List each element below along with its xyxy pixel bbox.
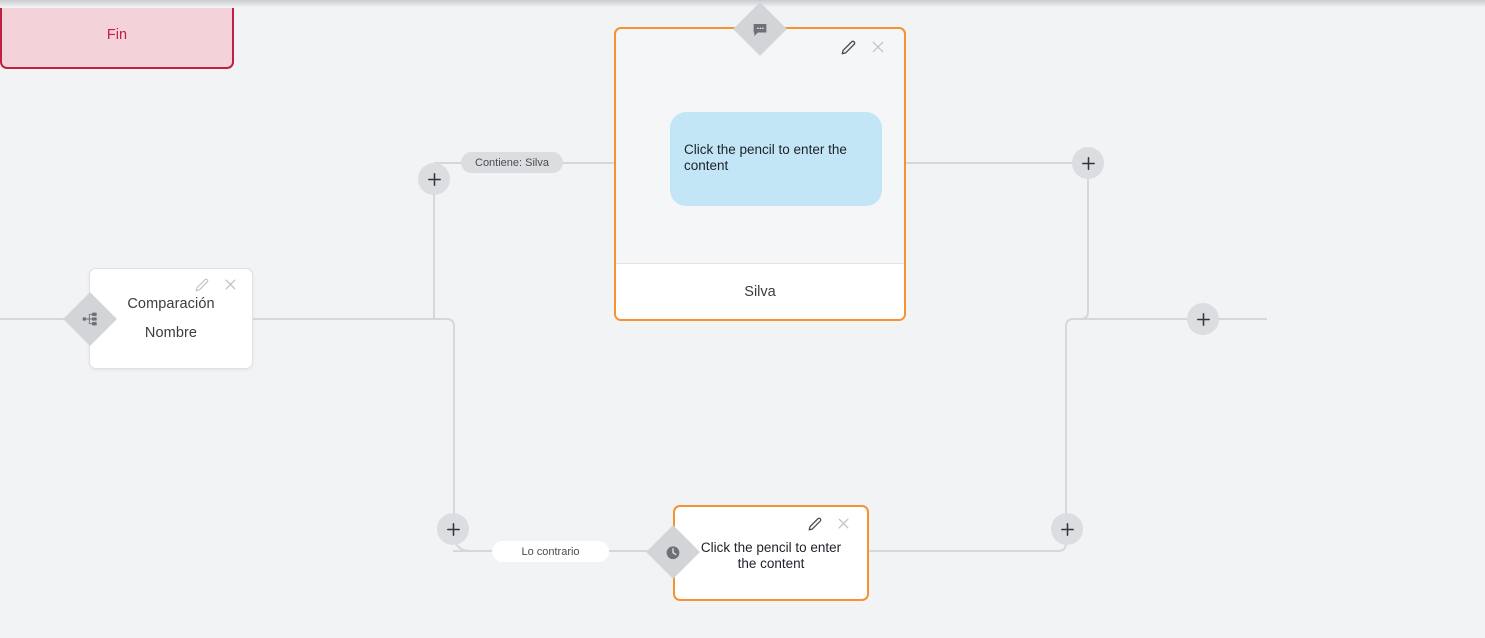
pencil-icon[interactable] [808, 517, 822, 531]
add-node-end[interactable] [1187, 303, 1219, 335]
comparison-subtitle: Nombre [144, 325, 198, 341]
comparison-node-actions [195, 277, 238, 292]
clock-icon [646, 525, 700, 579]
message-footer-label: Silva [616, 263, 904, 319]
message-bubble[interactable]: Click the pencil to enter the content [670, 112, 882, 206]
comparison-title: Comparación [127, 296, 215, 312]
delay-node-actions [808, 516, 851, 531]
close-icon[interactable] [223, 277, 238, 292]
wire-delay-out [869, 542, 1067, 552]
message-node-body: Click the pencil to enter the content [616, 29, 904, 263]
pencil-icon[interactable] [841, 40, 856, 55]
add-node-bottom-right[interactable] [1051, 513, 1083, 545]
node-message[interactable]: Click the pencil to enter the content Si… [614, 27, 906, 321]
add-node-top-left[interactable] [418, 163, 450, 195]
pencil-icon[interactable] [195, 278, 209, 292]
delay-node-text: Click the pencil to enter the content [700, 539, 842, 571]
wire-right-stem [1065, 318, 1074, 513]
branch-icon [63, 292, 117, 346]
node-end[interactable]: Fin [0, 0, 234, 69]
add-node-top-right[interactable] [1072, 147, 1104, 179]
close-icon[interactable] [836, 516, 851, 531]
edge-label-contains[interactable]: Contiene: Silva [461, 152, 563, 173]
close-icon[interactable] [870, 39, 886, 55]
wire-branch-down [446, 318, 463, 530]
chat-bubble-icon [733, 2, 787, 56]
add-node-bottom-left[interactable] [437, 513, 469, 545]
window-top-chrome [0, 0, 1485, 8]
wire-right-down [1073, 163, 1089, 320]
message-node-actions [841, 39, 886, 55]
node-delay[interactable]: Click the pencil to enter the content [673, 505, 869, 601]
edge-label-otherwise[interactable]: Lo contrario [492, 541, 609, 562]
